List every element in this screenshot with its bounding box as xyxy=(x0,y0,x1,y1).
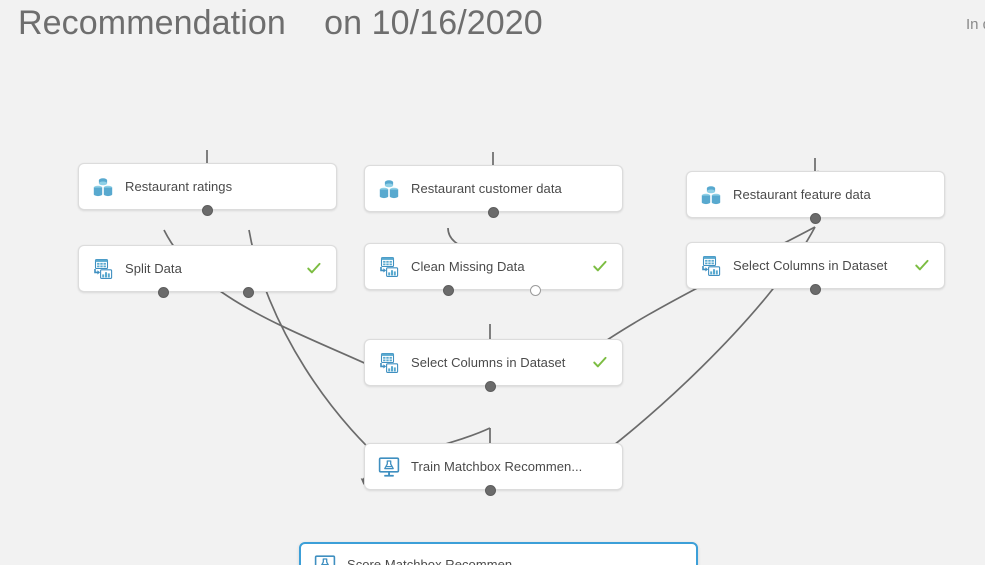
page-title-main: Recommendation xyxy=(18,4,286,42)
node-label: Select Columns in Dataset xyxy=(733,258,888,273)
port-split-data-out-2[interactable] xyxy=(243,286,255,298)
port-clean-missing-data-out-2[interactable] xyxy=(529,284,541,296)
node-score-matchbox[interactable]: Score Matchbox Recommen... xyxy=(299,542,698,565)
module-icon xyxy=(702,255,721,276)
node-clean-missing-data[interactable]: Clean Missing Data xyxy=(364,243,623,290)
node-label: Clean Missing Data xyxy=(411,259,525,274)
port-train-matchbox-out-1[interactable] xyxy=(485,484,497,496)
module-icon xyxy=(376,254,402,280)
node-select-columns-middle[interactable]: Select Columns in Dataset xyxy=(364,339,623,386)
module-icon xyxy=(90,256,116,282)
node-status-check-icon xyxy=(592,355,608,371)
node-restaurant-ratings[interactable]: Restaurant ratings xyxy=(78,163,337,210)
node-label: Restaurant feature data xyxy=(733,187,871,202)
node-split-data[interactable]: Split Data xyxy=(78,245,337,292)
module-icon xyxy=(380,256,399,277)
pipeline-status-text: In d xyxy=(965,16,985,33)
dataset-icon xyxy=(701,185,721,204)
node-status-check-icon xyxy=(592,459,608,475)
port-clean-missing-data-out-1[interactable] xyxy=(442,284,454,296)
node-label: Select Columns in Dataset xyxy=(411,355,566,370)
matchbox-icon xyxy=(312,552,338,565)
module-icon xyxy=(94,258,113,279)
check-icon xyxy=(593,260,607,272)
page-title: Recommendation on 10/16/2020 xyxy=(18,4,543,43)
node-status-check-icon xyxy=(592,259,608,275)
port-select-columns-right-out-1[interactable] xyxy=(810,283,821,295)
matchbox-icon xyxy=(378,456,400,477)
page-header: Recommendation on 10/16/2020 In d Draft … xyxy=(0,0,985,98)
node-status-check-icon xyxy=(306,261,322,277)
dataset-icon xyxy=(698,182,724,208)
node-label: Restaurant customer data xyxy=(411,181,562,196)
node-status-check-icon xyxy=(666,557,682,565)
matchbox-icon xyxy=(376,454,402,480)
node-restaurant-feature-data[interactable]: Restaurant feature data xyxy=(686,171,945,218)
module-icon xyxy=(380,352,399,373)
check-icon xyxy=(915,259,929,271)
port-split-data-out-1[interactable] xyxy=(158,286,170,298)
check-icon xyxy=(307,262,321,274)
matchbox-icon xyxy=(314,554,336,565)
node-label: Train Matchbox Recommen... xyxy=(411,459,583,474)
port-restaurant-customer-data-out-1[interactable] xyxy=(488,206,499,218)
port-select-columns-middle-out-1[interactable] xyxy=(485,380,497,392)
check-icon xyxy=(593,356,607,368)
node-select-columns-right[interactable]: Select Columns in Dataset xyxy=(686,242,945,289)
dataset-icon xyxy=(93,177,113,196)
node-status-check-icon xyxy=(306,179,322,195)
node-status-check-icon xyxy=(914,187,930,203)
module-icon xyxy=(376,350,402,376)
node-train-matchbox[interactable]: Train Matchbox Recommen... xyxy=(364,443,623,490)
port-restaurant-feature-data-out-1[interactable] xyxy=(810,212,821,224)
node-restaurant-customer-data[interactable]: Restaurant customer data xyxy=(364,165,623,212)
node-status-check-icon xyxy=(592,181,608,197)
dataset-icon xyxy=(379,179,399,198)
node-label: Split Data xyxy=(125,261,182,276)
port-restaurant-ratings-out-1[interactable] xyxy=(202,204,213,216)
page-title-date: on 10/16/2020 xyxy=(324,4,543,42)
node-status-check-icon xyxy=(914,258,930,274)
module-icon xyxy=(698,253,724,279)
node-label: Restaurant ratings xyxy=(125,179,233,194)
dataset-icon xyxy=(376,176,402,202)
node-label: Score Matchbox Recommen... xyxy=(347,557,524,565)
dataset-icon xyxy=(90,174,116,200)
